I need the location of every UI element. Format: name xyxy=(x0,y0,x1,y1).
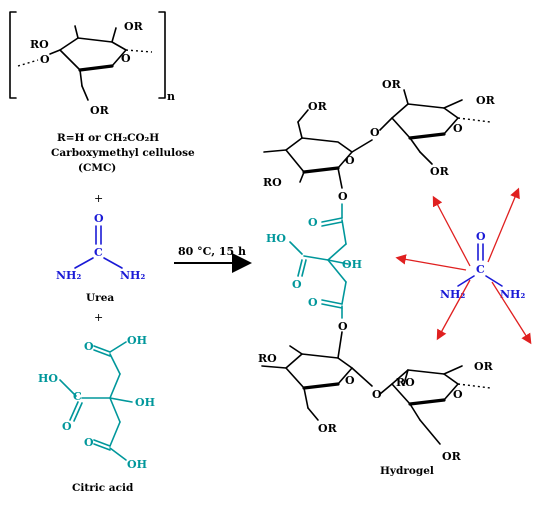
cmc-structure: OR RO O O OR n R=H or CH₂CO₂H Carboxymet… xyxy=(9,11,195,174)
hydrogel-structure: OR RO O O O OR OR O OR RO O OH HO xyxy=(258,78,496,477)
urea-nh2-left: NH₂ xyxy=(56,269,81,282)
product-name: Hydrogel xyxy=(380,465,434,477)
product-or-4: OR xyxy=(430,165,450,178)
urea-nh2-right: NH₂ xyxy=(120,269,145,282)
interaction-arrow-4 xyxy=(436,279,471,341)
product-ring-upper-right xyxy=(391,103,459,139)
citric-oh-center: OH xyxy=(135,396,155,409)
cmc-o-link: O xyxy=(40,53,50,66)
urea-structure: O C NH₂ NH₂ Urea xyxy=(56,212,145,304)
net-urea-c: C xyxy=(476,263,485,276)
product-or-5: OR xyxy=(318,422,338,435)
citric-oh-top: OH xyxy=(127,334,147,347)
citric-c-label: C xyxy=(73,390,82,403)
cmc-name: Carboxymethyl cellulose xyxy=(51,147,195,159)
product-ring-lower-left xyxy=(285,353,353,389)
reaction-condition: 80 °C, 15 h xyxy=(178,245,246,258)
product-or-3: OR xyxy=(476,94,496,107)
cmc-ro-left: RO xyxy=(30,38,49,51)
citric-oh-bottom: OH xyxy=(127,458,147,471)
net-urea-nh2-right: NH₂ xyxy=(500,288,525,301)
interaction-arrow-5 xyxy=(491,281,532,345)
product-ester-o-1: O xyxy=(338,190,348,203)
citric-name: Citric acid xyxy=(72,482,134,494)
cmc-abbr: (CMC) xyxy=(78,162,116,174)
net-urea-o: O xyxy=(476,230,486,243)
citric-acid-structure: OH O OH HO C O O OH Citric acid xyxy=(38,334,155,494)
cmc-or-top: OR xyxy=(124,20,144,33)
product-cit-o-2: O xyxy=(292,278,302,291)
citric-o-bottom: O xyxy=(84,436,94,449)
urea-c: C xyxy=(94,246,103,259)
product-cit-o-1: O xyxy=(308,216,318,229)
cmc-r-definition: R=H or CH₂CO₂H xyxy=(57,132,159,144)
product-ro-3: RO xyxy=(258,352,277,365)
citric-ho: HO xyxy=(38,372,58,385)
citric-o-mid: O xyxy=(62,420,72,433)
plus-sign-1: + xyxy=(94,192,103,205)
product-cit-o-3: O xyxy=(308,296,318,309)
polymer-bracket-left xyxy=(9,11,17,99)
product-or-1: OR xyxy=(308,100,328,113)
cmc-ring xyxy=(59,37,127,71)
product-cit-ho: HO xyxy=(266,232,286,245)
interaction-arrow-2 xyxy=(487,187,520,263)
cmc-repeat-n: n xyxy=(167,90,175,103)
interaction-arrow-3 xyxy=(395,254,467,271)
product-ring-o-4: O xyxy=(453,388,463,401)
net-urea-nh2-left: NH₂ xyxy=(440,288,465,301)
product-ro-4: RO xyxy=(396,376,415,389)
urea-name: Urea xyxy=(86,292,114,304)
citric-o-top: O xyxy=(84,340,94,353)
product-ring-o-2: O xyxy=(453,122,463,135)
cmc-ring-o: O xyxy=(121,52,131,65)
product-ring-o-1: O xyxy=(345,154,355,167)
polymer-bracket-right xyxy=(158,11,166,99)
product-or-6: OR xyxy=(474,360,494,373)
product-ring-upper-left xyxy=(285,137,353,173)
product-link-o-1: O xyxy=(370,126,380,139)
product-ro-1: RO xyxy=(263,176,282,189)
product-cit-oh: OH xyxy=(342,258,362,271)
product-link-o-2: O xyxy=(372,388,382,401)
urea-in-network: O C NH₂ NH₂ xyxy=(395,187,532,345)
reaction-arrow: 80 °C, 15 h xyxy=(174,245,252,273)
product-ester-o-2: O xyxy=(338,320,348,333)
interaction-arrow-1 xyxy=(432,195,471,267)
product-or-7: OR xyxy=(442,450,462,463)
product-ring-o-3: O xyxy=(345,374,355,387)
cmc-or-bottom: OR xyxy=(90,104,110,117)
product-or-2: OR xyxy=(382,78,402,91)
urea-o: O xyxy=(94,212,104,225)
plus-sign-2: + xyxy=(94,311,103,324)
